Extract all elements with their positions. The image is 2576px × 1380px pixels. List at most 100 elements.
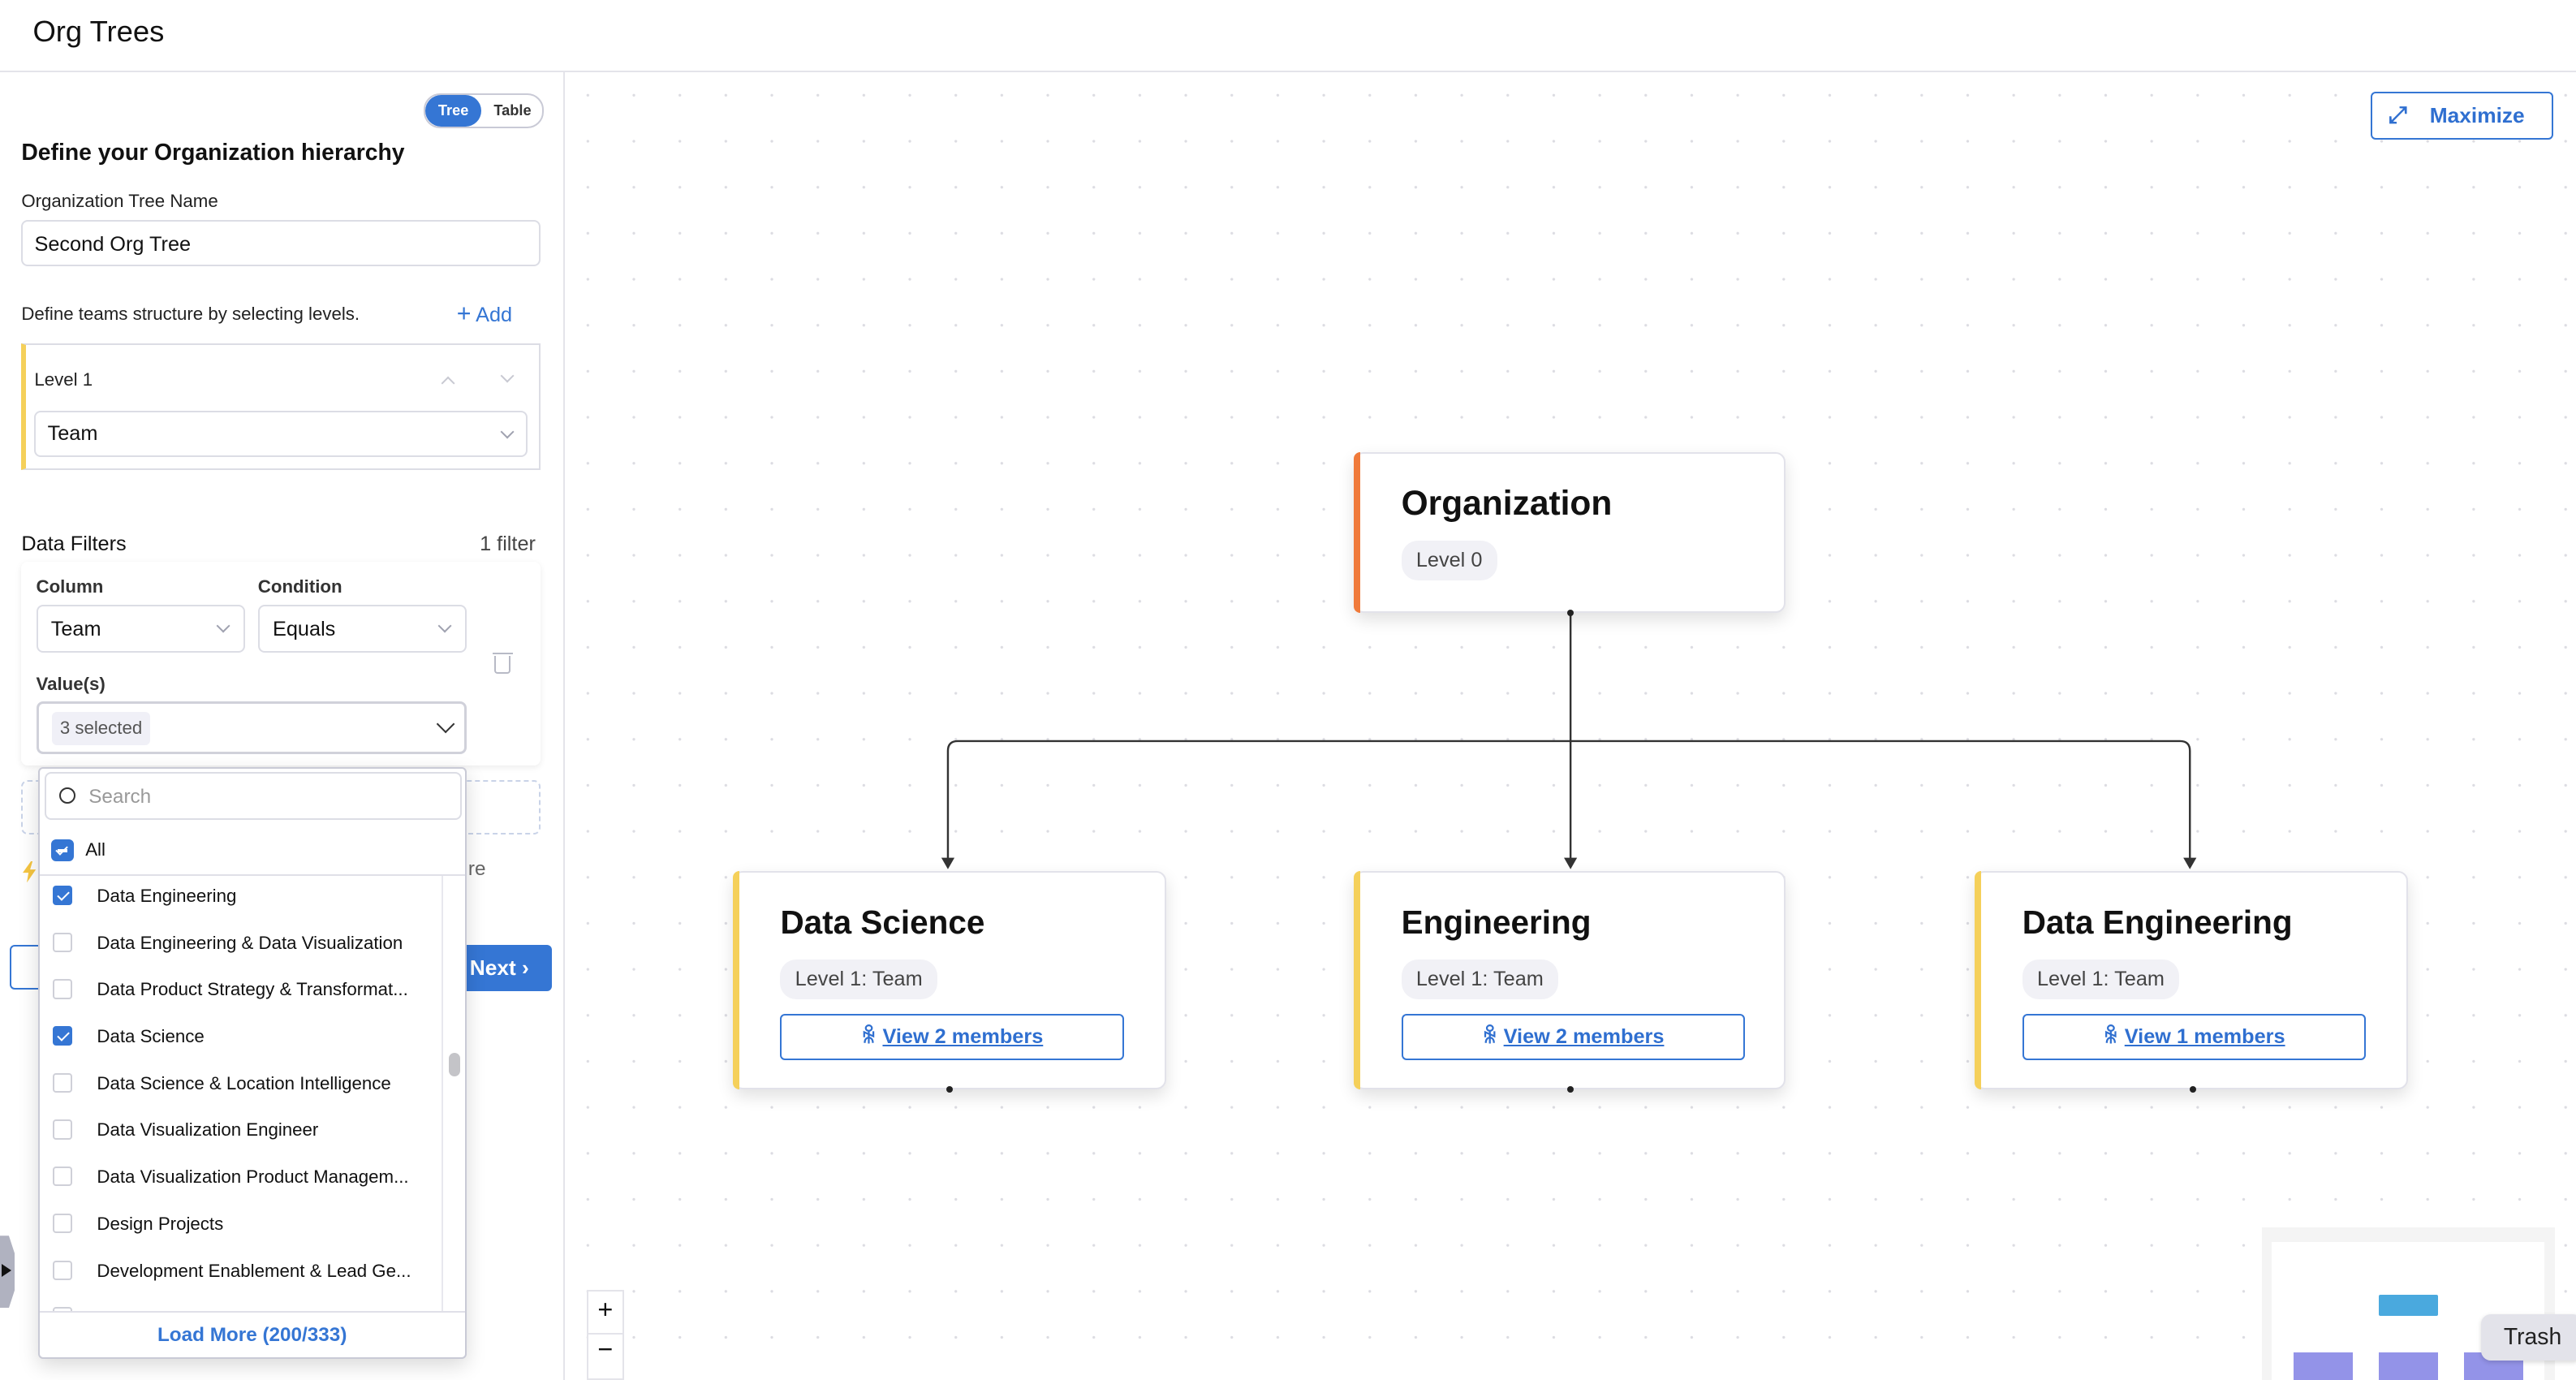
option-label: Design Projects (97, 1213, 224, 1234)
option-item[interactable]: Data Visualization Engineer (40, 1108, 444, 1154)
checkbox-checked[interactable] (52, 1026, 73, 1046)
condition-select[interactable]: Equals (257, 604, 467, 653)
trash-icon[interactable] (493, 652, 513, 674)
lightning-icon (23, 860, 37, 882)
filters-title: Data Filters (21, 532, 127, 555)
option-label: Data Product Strategy & Transformat... (97, 979, 408, 1000)
members-link: View 2 members (1503, 1024, 1665, 1048)
selected-count-chip: 3 selected (51, 712, 151, 745)
tree-name-label: Organization Tree Name (21, 190, 218, 211)
node-accent (1353, 870, 1361, 1090)
filter-card: Column Condition Team Equals Value(s) 3 … (21, 562, 541, 766)
search-icon (58, 787, 75, 804)
option-label: Data Engineering (97, 886, 237, 906)
option-item[interactable]: Data Product Strategy & Transformat... (40, 968, 444, 1014)
checkbox-unchecked[interactable] (52, 1167, 73, 1187)
zoom-in-button[interactable]: + (597, 1295, 614, 1325)
all-label: All (85, 839, 106, 860)
option-label: Data Science (97, 1026, 205, 1047)
form-heading: Define your Organization hierarchy (21, 140, 405, 166)
add-level-button[interactable]: + Add (457, 300, 512, 328)
level-badge: Level 0 (1401, 540, 1497, 580)
checkbox-checked[interactable] (52, 886, 73, 906)
column-label: Column (36, 576, 104, 597)
zoom-out-button[interactable]: − (588, 1332, 623, 1365)
option-item[interactable]: Development Enablement & Lead Ge... (40, 1248, 444, 1295)
dropdown-search-input[interactable]: Search (44, 772, 462, 821)
checkbox-unchecked[interactable] (52, 1072, 73, 1093)
view-members-button[interactable]: ꆜ View 1 members (2022, 1013, 2366, 1060)
play-icon (2, 1263, 11, 1277)
arrow-right (2183, 857, 2197, 869)
scrollbar-thumb[interactable] (448, 1053, 460, 1076)
scrollbar-track[interactable] (442, 875, 444, 1312)
hidden-text: re (467, 857, 486, 880)
view-members-button[interactable]: ꆜ View 2 members (1401, 1013, 1745, 1060)
select-all-row[interactable]: All (39, 828, 465, 876)
option-item[interactable]: Data Science (40, 1015, 444, 1061)
minimap-child-node (2379, 1352, 2438, 1380)
load-more-button[interactable]: Load More (200/333) (39, 1311, 465, 1359)
handle-dot[interactable] (2190, 1085, 2197, 1093)
level-badge: Level 1: Team (1401, 960, 1559, 999)
column-select[interactable]: Team (36, 604, 245, 653)
level-select-value: Team (47, 422, 98, 446)
option-item[interactable]: Data Engineering (40, 876, 444, 921)
values-multiselect[interactable]: 3 selected (36, 701, 467, 755)
option-item[interactable]: Data Science & Location Intelligence (40, 1062, 444, 1108)
side-handle[interactable] (0, 1236, 15, 1309)
option-label: Data Science & Location Intelligence (97, 1072, 391, 1093)
checkbox-unchecked[interactable] (52, 1307, 73, 1312)
option-label: Data Visualization Engineer (97, 1119, 319, 1141)
all-checkbox-indeterminate[interactable] (50, 839, 75, 861)
level-label: Level 1 (34, 369, 93, 390)
search-placeholder: Search (88, 785, 152, 808)
node-title: Data Science (780, 903, 985, 942)
view-toggle[interactable]: Tree Table (424, 93, 544, 128)
option-item[interactable]: Data Engineering & Data Visualization (40, 921, 444, 968)
checkbox-unchecked[interactable] (52, 1119, 73, 1140)
checkbox-unchecked[interactable] (52, 979, 73, 999)
node-accent (1975, 870, 1982, 1090)
levels-hint: Define teams structure by selecting leve… (21, 304, 360, 325)
maximize-button[interactable]: ⤢ Maximize (2370, 92, 2553, 140)
minimap[interactable] (2262, 1227, 2555, 1380)
connector-left (946, 740, 1571, 861)
condition-label: Condition (257, 576, 342, 597)
tree-name-input[interactable]: Second Org Tree (21, 220, 541, 266)
checkbox-unchecked[interactable] (52, 1260, 73, 1280)
option-item-partial[interactable] (40, 1296, 444, 1312)
org-node-child[interactable]: Data Engineering Level 1: Team ꆜ View 1 … (1975, 870, 2409, 1093)
values-label: Value(s) (36, 673, 106, 694)
filters-count: 1 filter (480, 532, 536, 555)
handle-dot[interactable] (946, 1085, 953, 1093)
minimap-child-node (2293, 1352, 2353, 1380)
org-node-root[interactable]: Organization Level 0 (1353, 451, 1786, 617)
page-title: Org Trees (32, 15, 165, 49)
org-node-child[interactable]: Data Science Level 1: Team ꆜ View 2 memb… (732, 870, 1167, 1093)
option-item[interactable]: Design Projects (40, 1202, 444, 1248)
option-item[interactable]: Data Visualization Product Managem... (40, 1155, 444, 1201)
people-icon: ꆜ (860, 1024, 877, 1048)
checkbox-unchecked[interactable] (52, 1213, 73, 1234)
view-members-button[interactable]: ꆜ View 2 members (780, 1013, 1124, 1060)
node-title: Engineering (1401, 903, 1592, 942)
toggle-tree[interactable]: Tree (425, 95, 482, 127)
level-badge: Level 1: Team (780, 960, 937, 999)
toggle-table[interactable]: Table (493, 102, 532, 119)
expand-icon: ⤢ (2389, 102, 2407, 129)
members-link: View 1 members (2124, 1024, 2285, 1048)
app-header: Org Trees (0, 0, 2576, 73)
trash-tooltip: Trash (2480, 1314, 2576, 1361)
org-node-child[interactable]: Engineering Level 1: Team ꆜ View 2 membe… (1353, 870, 1786, 1093)
column-value: Team (50, 618, 101, 641)
plus-icon: + (456, 300, 472, 328)
checkbox-unchecked[interactable] (52, 932, 73, 952)
level-badge: Level 1: Team (2022, 960, 2180, 999)
handle-dot[interactable] (1567, 1085, 1574, 1093)
level-select[interactable]: Team (34, 411, 528, 457)
handle-dot[interactable] (1567, 609, 1574, 617)
option-label: Data Engineering & Data Visualization (97, 932, 403, 953)
